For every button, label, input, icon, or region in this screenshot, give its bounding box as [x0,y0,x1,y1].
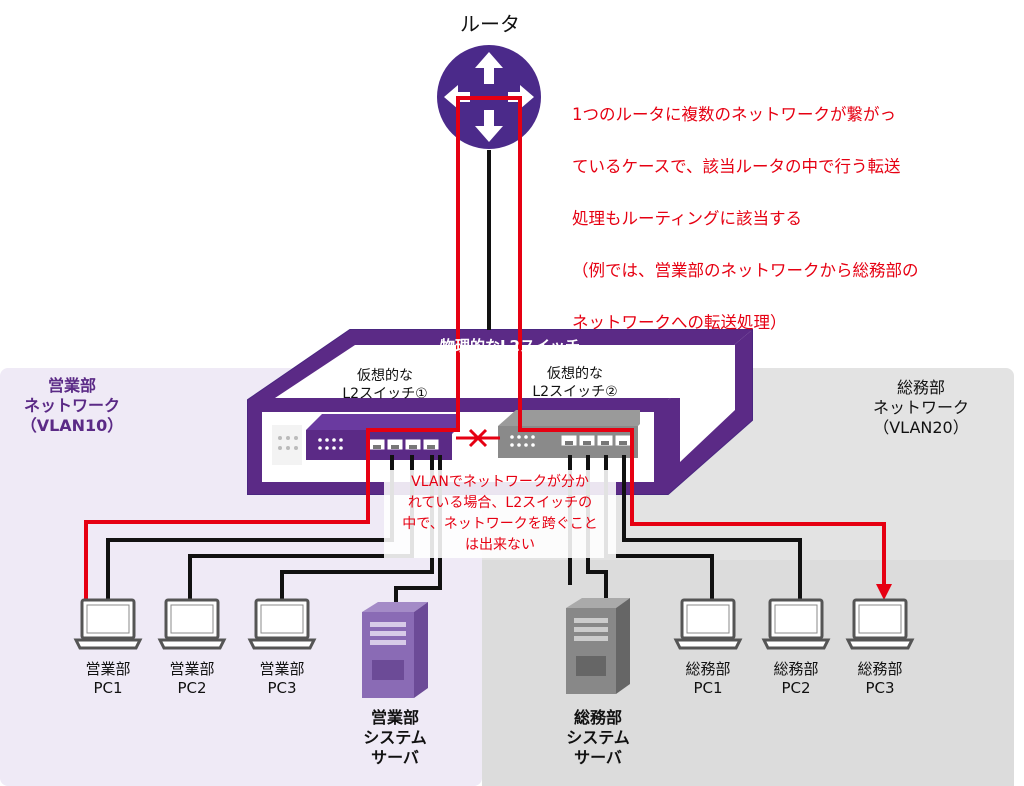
general-pc2-icon [762,598,830,650]
general-network-label: 総務部 ネットワーク （VLAN20） [872,378,969,437]
sales-server-label: 営業部 システム サーバ [363,708,427,767]
vlan-note: VLANでネットワークが分か れている場合、L2スイッチの 中で、ネットワークを… [402,474,598,553]
general-pc1-icon [674,598,742,650]
sales-pc1-icon [74,598,142,650]
physical-switch-label: 物理的なL2スイッチ [440,337,580,355]
vlan-note-box [384,470,616,558]
router-note-line-2: ているケースで、該当ルータの中で行う転送 [572,157,901,176]
sales-pc3-label: 営業部 PC3 [259,660,305,697]
general-pc2-label: 総務部 PC2 [773,660,819,697]
routing-arrow-icon [876,584,892,600]
router-note: 1つのルータに複数のネットワークが繋がっ ているケースで、該当ルータの中で行う転… [572,76,1022,362]
router-note-line-4: （例では、営業部のネットワークから総務部の [572,261,919,280]
sales-server-icon [362,602,428,698]
sales-pc1-label: 営業部 PC1 [85,660,131,697]
general-server-icon [566,598,630,694]
router-note-line-5: ネットワークへの転送処理） [572,313,787,332]
sales-pc2-label: 営業部 PC2 [169,660,215,697]
routing-path [84,96,886,600]
virtual-switch-1-label: 仮想的な L2スイッチ① [342,368,428,402]
sales-pc2-icon [158,598,226,650]
general-pc3-icon [846,598,914,650]
sales-network-label: 営業部 ネットワーク （VLAN10） [20,376,124,435]
blocked-x-icon [456,428,500,448]
virtual-switch-2-label: 仮想的な L2スイッチ② [532,366,618,400]
general-pc1-label: 総務部 PC1 [685,660,731,697]
general-pc3-label: 総務部 PC3 [857,660,903,697]
virtual-switch-1 [306,414,458,460]
router-note-line-1: 1つのルータに複数のネットワークが繋がっ [572,105,896,124]
sales-pc3-icon [248,598,316,650]
router-label: ルータ [460,12,520,36]
general-server-label: 総務部 システム サーバ [566,708,630,767]
router-note-line-3: 処理もルーティングに該当する [572,209,803,228]
